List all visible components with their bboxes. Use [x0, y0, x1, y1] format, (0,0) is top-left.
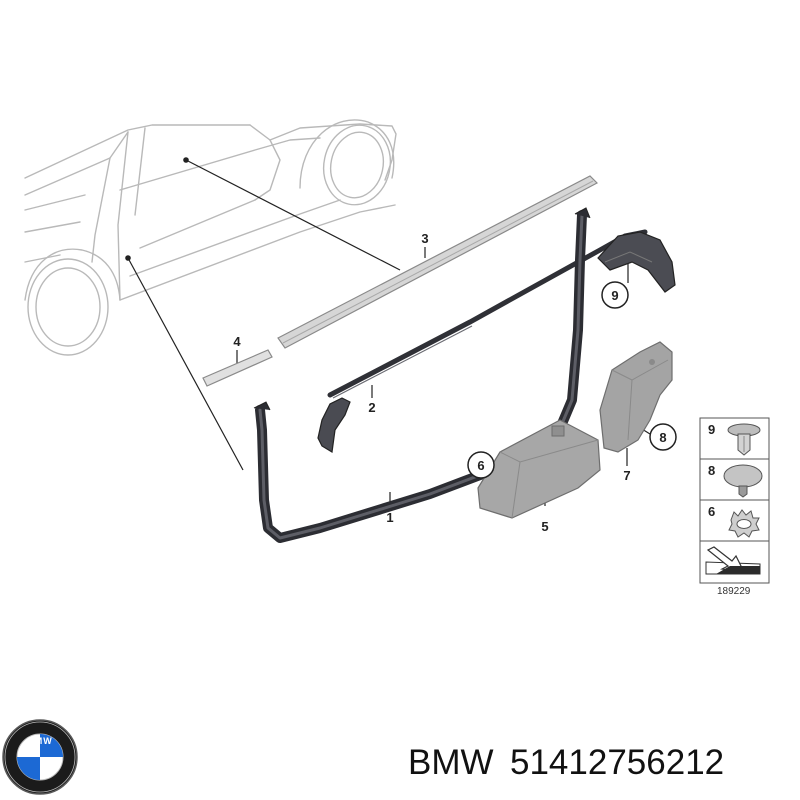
logo-lettering: BMW: [27, 736, 53, 746]
callout-4: 4: [233, 334, 241, 349]
part-5-foam-block: [477, 419, 601, 519]
legend-number-6: 6: [708, 504, 715, 519]
callout-8: 8: [659, 430, 666, 445]
part-3-trim-strip: [277, 175, 598, 349]
part-7-insulation-block: [599, 341, 673, 453]
car-body-outline: [24, 119, 397, 356]
callout-5: 5: [541, 519, 548, 534]
callout-9: 9: [611, 288, 618, 303]
part-4-trim-piece: [202, 349, 273, 387]
callout-7: 7: [623, 468, 630, 483]
legend-number-9: 9: [708, 422, 715, 437]
callout-8-circle: [649, 423, 677, 451]
leader-line-1: [127, 257, 244, 471]
star-washer-icon: [728, 509, 760, 538]
brand-name: BMW: [408, 743, 494, 782]
part-2-window-seal: [317, 229, 676, 453]
bmw-logo: BMW: [2, 719, 78, 795]
fastener-legend: 9 8 6 189229: [699, 417, 770, 597]
callout-9-circle: [601, 281, 629, 309]
callout-6-circle: [467, 451, 495, 479]
callout-3: 3: [421, 231, 428, 246]
callout-1: 1: [386, 510, 393, 525]
callout-2: 2: [368, 400, 375, 415]
direction-arrow-icon: [705, 546, 761, 575]
diagram-reference-number: 189229: [717, 586, 751, 597]
legend-number-8: 8: [708, 463, 715, 478]
leader-dot-3: [183, 157, 189, 163]
leader-dot-1: [125, 255, 131, 261]
callout-labels: 3 4 2 1 5 7 9 8 6: [233, 231, 677, 534]
leader-line-3: [185, 159, 401, 271]
push-rivet-clip-icon: [727, 423, 761, 456]
part-1-door-seal: [253, 207, 591, 543]
button-clip-icon: [723, 464, 763, 498]
part-number: 51412756212: [510, 743, 724, 782]
callout-6: 6: [477, 458, 484, 473]
